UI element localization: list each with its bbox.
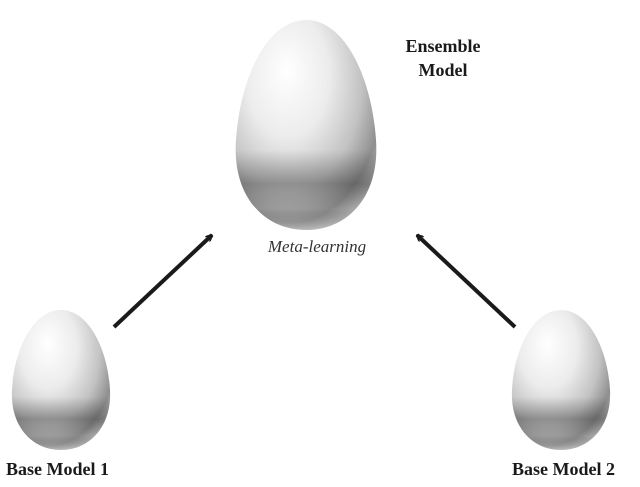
base-model-2-label: Base Model 2 <box>512 459 615 479</box>
ensemble-model-label-line2: Model <box>418 60 468 80</box>
base-model-2-egg <box>511 310 611 450</box>
meta-learning-label: Meta-learning <box>267 237 367 256</box>
base-model-1-label: Base Model 1 <box>6 459 109 479</box>
base-model-1-egg <box>11 310 111 450</box>
arrow-base2-to-ensemble <box>417 235 517 329</box>
ensemble-model-egg <box>235 20 377 230</box>
arrow-base1-to-ensemble <box>112 235 212 329</box>
ensemble-model-label: Ensemble Model <box>384 34 502 82</box>
ensemble-model-label-line1: Ensemble <box>405 36 481 56</box>
